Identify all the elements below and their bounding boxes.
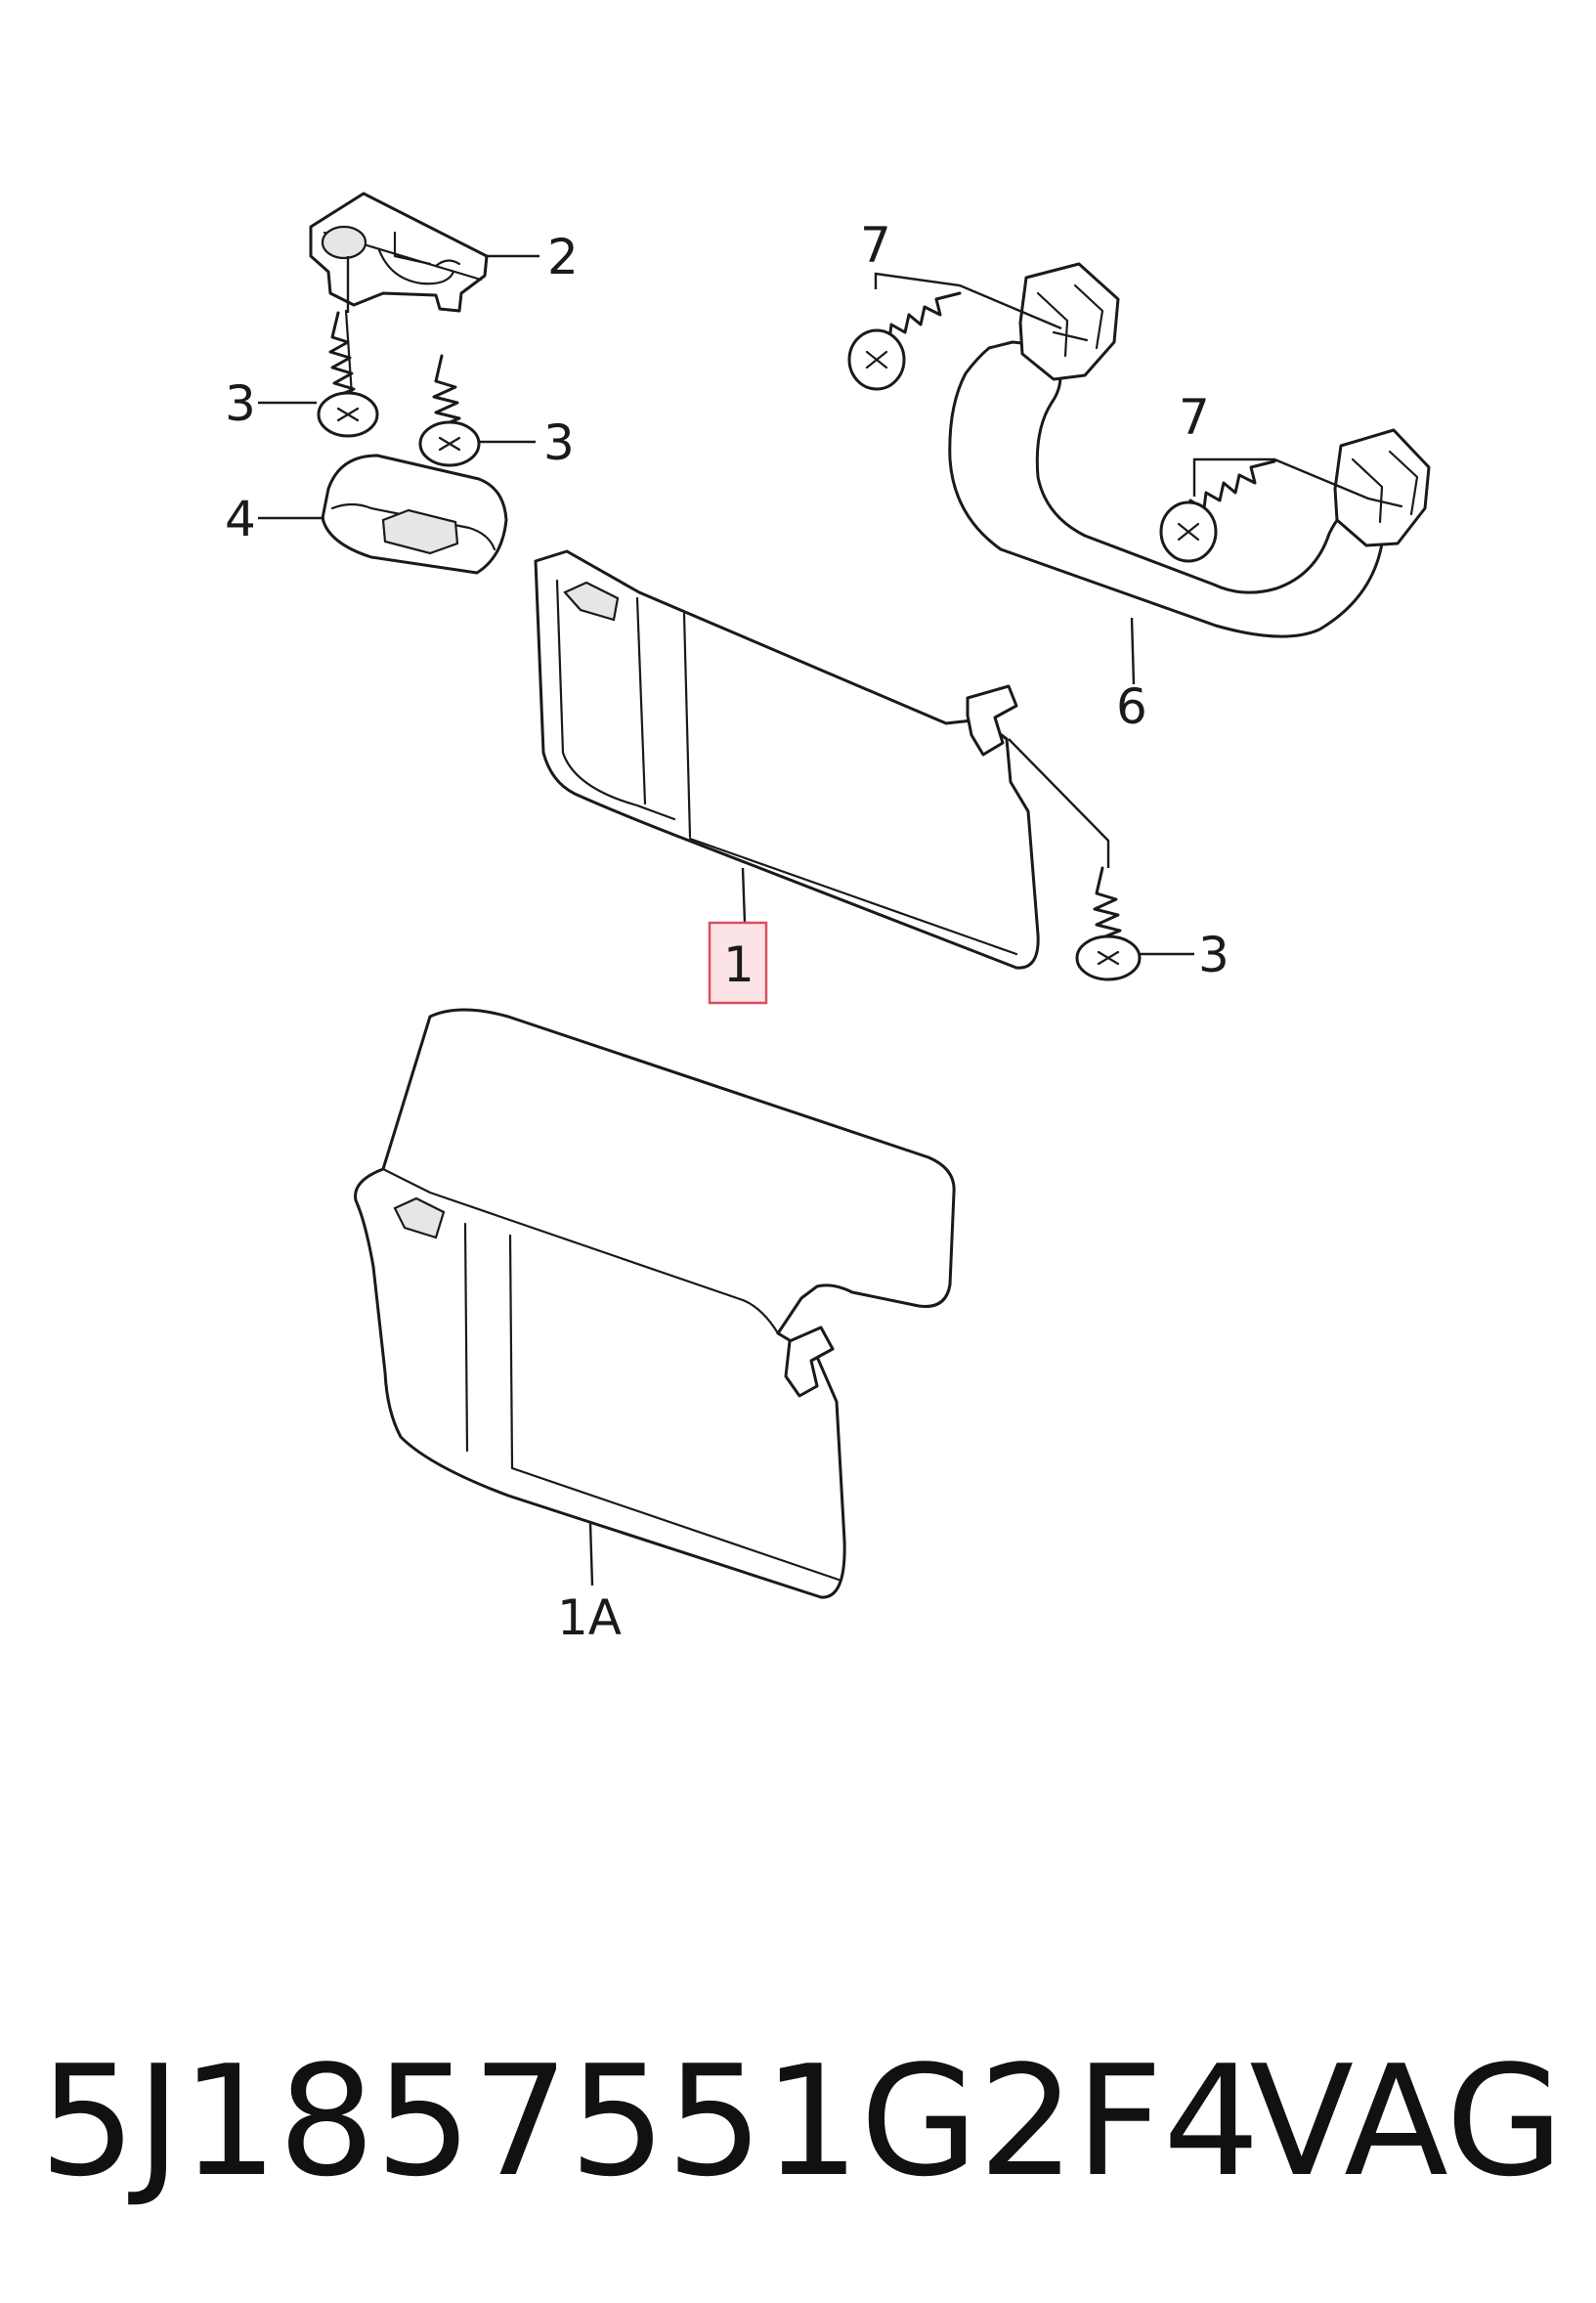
callout-2: 2 — [547, 229, 579, 285]
screw-3-upper-left — [317, 309, 379, 438]
clip-part-2 — [309, 192, 489, 313]
part-number: 5J1857551G2F4 — [39, 2032, 1261, 2210]
callout-7-lower: 7 — [1179, 389, 1210, 446]
brand-label: VAG — [1249, 2032, 1564, 2210]
footer: 5J1857551G2F4 VAG — [39, 2023, 1564, 2219]
sun-visor-part-1 — [534, 549, 1040, 970]
callout-6: 6 — [1116, 678, 1147, 735]
callout-3-middle: 3 — [543, 414, 575, 471]
callout-3-right: 3 — [1198, 927, 1229, 983]
screw-7-lower — [1159, 459, 1276, 563]
sun-visor-part-1a — [354, 1008, 956, 1599]
cover-part-4 — [321, 454, 508, 575]
callout-3-upper-left: 3 — [225, 375, 256, 432]
callout-4: 4 — [225, 491, 256, 547]
callout-1: 1 — [723, 936, 755, 993]
leader-lines — [258, 254, 1369, 1586]
grab-handle-part-6 — [948, 262, 1431, 638]
highlighted-callout-box — [708, 921, 768, 1005]
screw-3-middle — [418, 354, 481, 467]
callout-7-upper: 7 — [860, 217, 891, 274]
callout-1a: 1A — [557, 1589, 622, 1646]
screw-7-upper — [847, 291, 962, 391]
screw-3-right — [1075, 866, 1142, 981]
